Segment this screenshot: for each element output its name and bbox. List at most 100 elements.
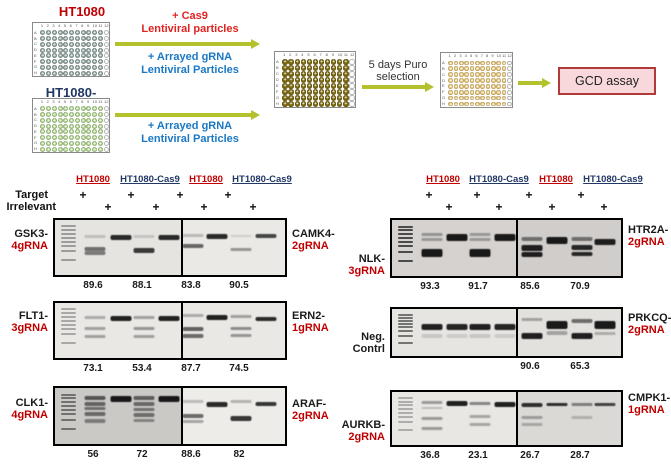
gel-band xyxy=(158,234,180,240)
filled-well: + xyxy=(92,70,98,77)
filled-well: + xyxy=(464,95,469,102)
irrelevant-plus-mark: + xyxy=(600,200,608,214)
gene-label-line1: HTR2A- xyxy=(628,224,669,236)
plate-row-label: C xyxy=(34,41,37,47)
gene-label-left: Neg.Contrl xyxy=(323,331,385,355)
filled-well: + xyxy=(57,140,63,147)
empty-well xyxy=(507,66,512,72)
empty-well xyxy=(103,47,109,53)
target-plus-mark: + xyxy=(577,188,585,202)
gene-label-line1: Neg. xyxy=(361,331,385,343)
filled-well: + xyxy=(282,65,288,72)
empty-well xyxy=(507,78,512,83)
filled-well: + xyxy=(51,117,57,124)
gel-band xyxy=(182,333,204,338)
empty-well xyxy=(103,53,109,59)
cutting-efficiency-value: 26.7 xyxy=(520,450,540,461)
filled-well: + xyxy=(496,89,501,96)
filled-well: + xyxy=(57,106,63,113)
ladder-band xyxy=(61,319,76,322)
filled-well: + xyxy=(282,83,288,90)
gel-band xyxy=(469,414,491,418)
filled-well: + xyxy=(63,106,69,113)
filled-well: + xyxy=(97,146,103,153)
gel-band xyxy=(446,234,468,242)
filled-well: + xyxy=(80,140,86,147)
empty-well xyxy=(103,129,109,135)
filled-well: + xyxy=(343,89,349,96)
filled-well: + xyxy=(92,129,98,136)
irrelevant-plus-mark: + xyxy=(548,200,556,214)
filled-well: + xyxy=(46,70,52,77)
filled-well: + xyxy=(501,84,507,91)
filled-well: + xyxy=(74,59,80,66)
ladder-band xyxy=(398,245,413,248)
puro-selection-text: 5 days Puro selection xyxy=(368,59,428,83)
filled-well: + xyxy=(69,112,75,119)
gel-band xyxy=(230,326,252,330)
gel-band xyxy=(421,401,443,405)
gel-band xyxy=(546,402,568,406)
gel-band xyxy=(469,323,491,330)
gel-band xyxy=(230,400,252,404)
plate-row-label: F xyxy=(34,58,37,64)
filled-well: + xyxy=(312,71,319,78)
filled-well: + xyxy=(97,64,103,71)
filled-well: + xyxy=(475,66,480,73)
cutting-efficiency-value: 93.3 xyxy=(420,281,440,292)
filled-well: + xyxy=(331,65,337,72)
gene-label-line2: 1gRNA xyxy=(292,322,329,334)
gel-band xyxy=(133,335,155,339)
filled-well: + xyxy=(459,89,464,96)
filled-well: + xyxy=(501,72,507,79)
filled-well: + xyxy=(86,146,92,153)
filled-well: + xyxy=(74,129,80,136)
ladder-band xyxy=(61,418,76,421)
gel-panel xyxy=(390,218,623,278)
filled-well: + xyxy=(475,60,480,67)
filled-well: + xyxy=(300,71,306,78)
ladder-band xyxy=(398,323,413,326)
filled-well: + xyxy=(92,30,98,37)
gel-band xyxy=(494,401,516,407)
filled-well: + xyxy=(288,59,294,66)
filled-well: + xyxy=(86,64,92,71)
filled-well: + xyxy=(63,146,69,153)
cutting-efficiency-value: 23.1 xyxy=(468,450,488,461)
gel-band xyxy=(521,332,543,339)
filled-well: + xyxy=(475,72,480,79)
filled-well: + xyxy=(51,59,57,66)
ladder-band xyxy=(61,413,76,416)
plate-row-label: E xyxy=(276,83,279,88)
filled-well: + xyxy=(469,72,475,79)
gel-band xyxy=(571,251,593,256)
filled-well: + xyxy=(51,64,57,71)
filled-well: + xyxy=(496,72,501,79)
gel-band xyxy=(230,415,252,421)
cutting-efficiency-value: 90.6 xyxy=(520,361,540,372)
filled-well: + xyxy=(69,64,75,71)
empty-well xyxy=(103,140,109,146)
filled-well: + xyxy=(74,47,80,54)
filled-well: + xyxy=(448,84,453,91)
filled-well: + xyxy=(312,65,319,72)
ladder-band xyxy=(61,244,76,247)
filled-well: + xyxy=(86,123,92,130)
filled-well: + xyxy=(464,66,469,73)
filled-well: + xyxy=(324,89,331,96)
target-row-label: Target xyxy=(15,189,48,201)
gel-half-left xyxy=(55,220,182,275)
filled-well: + xyxy=(74,53,80,60)
filled-well: + xyxy=(63,129,69,136)
gel-divider xyxy=(516,392,518,445)
filled-well: + xyxy=(57,135,63,142)
plate-row-label: G xyxy=(442,95,446,101)
filled-well: + xyxy=(485,89,491,96)
filled-well: + xyxy=(459,95,464,102)
filled-well: + xyxy=(51,70,57,77)
empty-well xyxy=(507,101,512,107)
irrelevant-plus-mark: + xyxy=(249,200,257,214)
filled-well: + xyxy=(40,106,46,113)
